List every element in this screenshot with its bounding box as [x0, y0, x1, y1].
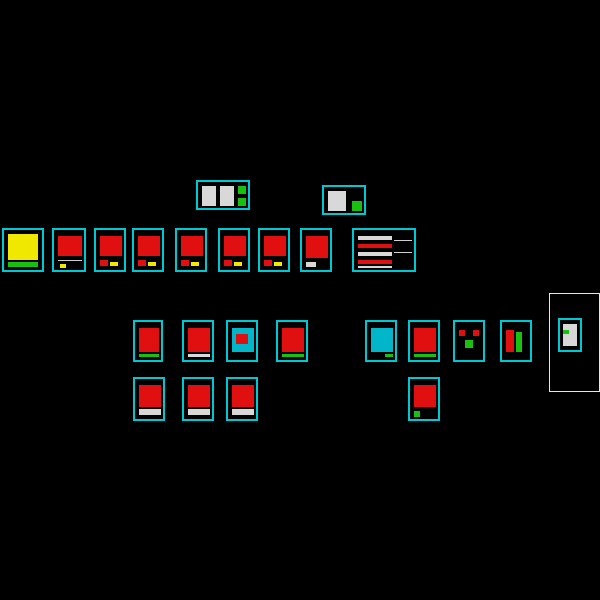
- sheet-plan-9[interactable]: [182, 320, 214, 362]
- plan-fill: [459, 330, 465, 336]
- viewport-frame[interactable]: [549, 293, 600, 392]
- table-row: [358, 244, 392, 248]
- sheet-text-block: [563, 324, 577, 346]
- sheet-plan-11[interactable]: [276, 320, 308, 362]
- sheet-green-mark: [385, 354, 393, 357]
- sheet-green-mark: [8, 262, 38, 267]
- sheet-plan-18[interactable]: [226, 377, 258, 421]
- plan-fill: [224, 260, 232, 266]
- plan-fill: [224, 236, 246, 256]
- plan-fill: [138, 236, 160, 256]
- sheet-plan-3[interactable]: [132, 228, 164, 272]
- table-row: [358, 236, 392, 240]
- sheet-text-block: [232, 409, 254, 415]
- title-block: [148, 262, 156, 266]
- plan-fill: [306, 236, 328, 258]
- sheet-green-mark: [414, 354, 436, 357]
- plan-fill: [100, 236, 122, 256]
- table-row: [358, 260, 392, 264]
- sheet-plan-10[interactable]: [226, 320, 258, 362]
- title-block: [60, 264, 66, 268]
- plan-fill: [188, 328, 210, 352]
- title-block: [274, 262, 282, 266]
- sheet-yellow-plan[interactable]: [2, 228, 44, 272]
- sheet-plan-6[interactable]: [258, 228, 290, 272]
- sheet-small[interactable]: [558, 318, 582, 352]
- table-line: [394, 252, 412, 253]
- sheet-plan-13[interactable]: [408, 320, 440, 362]
- sheet-text-block: [306, 262, 316, 267]
- plan-fill: [371, 328, 393, 352]
- plan-fill: [414, 328, 436, 352]
- sheet-text-block: [188, 354, 210, 357]
- text-line: [58, 260, 82, 261]
- sheet-text-block: [202, 186, 216, 206]
- sheet-plan-8[interactable]: [133, 320, 163, 362]
- plan-fill: [264, 260, 272, 266]
- legend-sheet-1[interactable]: [196, 180, 250, 210]
- sheet-green-mark: [563, 330, 569, 334]
- plan-fill: [473, 330, 479, 336]
- sheet-text-block: [220, 186, 234, 206]
- sheet-plan-17[interactable]: [182, 377, 214, 421]
- sheet-green-mark: [352, 201, 362, 211]
- sheet-plan-19[interactable]: [408, 377, 440, 421]
- plan-fill: [58, 236, 82, 256]
- title-block: [191, 262, 199, 266]
- plan-fill: [139, 328, 159, 352]
- sheet-plan-4[interactable]: [175, 228, 207, 272]
- plan-fill: [100, 260, 108, 266]
- sheet-plan-5[interactable]: [218, 228, 250, 272]
- plan-fill: [232, 385, 254, 407]
- table-row: [358, 252, 392, 256]
- plan-fill: [181, 236, 203, 256]
- sheet-plan-2[interactable]: [94, 228, 126, 272]
- plan-fill: [139, 385, 161, 407]
- sheet-green-mark: [238, 198, 246, 206]
- sheet-green-mark: [238, 186, 246, 194]
- sheet-text-block: [139, 409, 161, 415]
- sheet-plan-16[interactable]: [133, 377, 165, 421]
- plan-fill: [138, 260, 146, 266]
- title-block: [234, 262, 242, 266]
- plan-fill: [181, 260, 189, 266]
- plan-fill: [188, 385, 210, 407]
- sheet-plan-1[interactable]: [52, 228, 86, 272]
- sheet-plan-7[interactable]: [300, 228, 332, 272]
- sheet-green-mark: [465, 340, 473, 348]
- sheet-green-mark: [139, 354, 159, 357]
- plan-fill: [282, 328, 304, 352]
- sheet-plan-12[interactable]: [365, 320, 397, 362]
- legend-sheet-2[interactable]: [322, 185, 366, 215]
- plan-fill: [8, 234, 38, 260]
- table-line: [394, 240, 412, 241]
- sheet-text-block: [328, 191, 346, 211]
- sheet-plan-14[interactable]: [453, 320, 485, 362]
- sheet-green-mark: [414, 411, 420, 417]
- plan-fill: [236, 334, 248, 344]
- sheet-table[interactable]: [352, 228, 416, 272]
- table-row: [358, 266, 392, 268]
- plan-fill: [506, 330, 514, 352]
- plan-fill: [414, 385, 436, 407]
- plan-fill: [264, 236, 286, 256]
- sheet-green-mark: [516, 332, 522, 352]
- title-block: [110, 262, 118, 266]
- sheet-plan-15[interactable]: [500, 320, 532, 362]
- sheet-green-mark: [282, 354, 304, 357]
- sheet-text-block: [188, 409, 210, 415]
